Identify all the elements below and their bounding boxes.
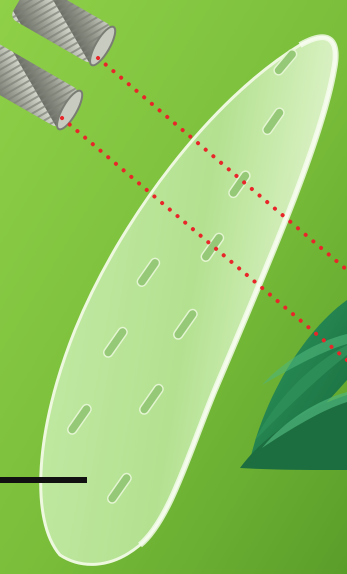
- scale-bar: [0, 477, 87, 483]
